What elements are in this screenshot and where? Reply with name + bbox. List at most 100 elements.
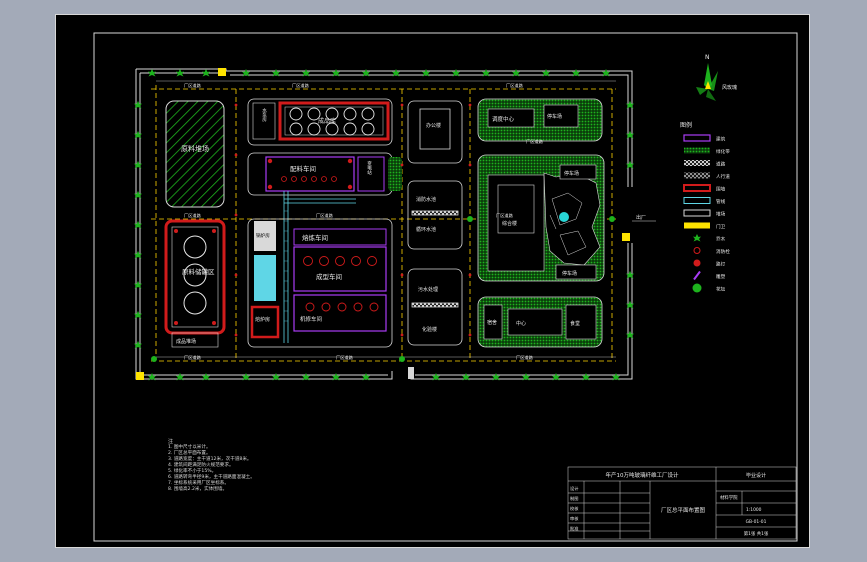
tree-icon bbox=[134, 311, 142, 319]
street-lamp bbox=[234, 273, 238, 277]
legend-item: 门卫 bbox=[684, 222, 726, 230]
street-lamp bbox=[234, 333, 238, 337]
street-lamp bbox=[468, 333, 472, 337]
circulating-pool-label: 循环水池 bbox=[416, 226, 436, 233]
tree-icon bbox=[302, 373, 310, 381]
street-lamp bbox=[234, 103, 238, 107]
tree-icon bbox=[492, 373, 500, 381]
tree-icon bbox=[148, 69, 156, 77]
legend-item-label: 花坛 bbox=[716, 286, 726, 293]
legend-item: 人行道 bbox=[684, 172, 730, 180]
exit-road-label: 出厂 bbox=[636, 214, 646, 221]
tree-icon bbox=[452, 69, 460, 77]
tree-icon bbox=[626, 101, 634, 109]
tree-icon bbox=[176, 373, 184, 381]
right-top-block: 调度中心 停车场 bbox=[477, 98, 603, 142]
tree-icon bbox=[134, 221, 142, 229]
tree-icon bbox=[272, 373, 280, 381]
road-label: 厂区道路 bbox=[506, 82, 524, 89]
street-lamp bbox=[400, 273, 404, 277]
tree-icon bbox=[134, 281, 142, 289]
title-block-role: 审核 bbox=[570, 515, 579, 522]
product-storage-block: 成品库 水泵房 bbox=[247, 98, 393, 146]
legend-item: 路灯 bbox=[693, 259, 726, 268]
tree-icon bbox=[572, 69, 580, 77]
road-network bbox=[151, 85, 616, 362]
sheet-number: 第1张 共1张 bbox=[744, 530, 769, 537]
tree-icon bbox=[134, 161, 142, 169]
note-line: 1. 图中尺寸以米计。 bbox=[168, 445, 211, 450]
note-line: 8. 围墙高2.2米，实体围墙。 bbox=[168, 487, 228, 492]
legend-item-label: 围墙 bbox=[716, 186, 726, 193]
title-block-role: 设计 bbox=[570, 485, 578, 492]
pump-room-label: 水泵房 bbox=[262, 107, 267, 123]
tree-icon bbox=[542, 69, 550, 77]
note-line: 5. 绿化率不小于15%。 bbox=[168, 469, 217, 474]
street-lamp bbox=[400, 163, 404, 167]
legend-item: 管线 bbox=[683, 197, 726, 205]
tree-icon bbox=[134, 251, 142, 259]
trees bbox=[134, 69, 634, 381]
pipe-corridor bbox=[283, 191, 356, 343]
notes-title: 注 bbox=[168, 439, 174, 445]
tree-icon bbox=[134, 101, 142, 109]
road-label: 厂区道路 bbox=[184, 354, 202, 361]
wind-rose-label: 风玫瑰 bbox=[722, 84, 737, 91]
raw-material-storage: 原料堆场 bbox=[165, 100, 225, 208]
school-label: 毕业设计 bbox=[746, 472, 766, 479]
right-bottom-block: 宿舍 中心 食堂 bbox=[477, 296, 603, 348]
tree-icon bbox=[134, 131, 142, 139]
note-line: 3. 道路宽度：主干道12米，次干道8米。 bbox=[168, 457, 252, 462]
office-label: 办公楼 bbox=[426, 122, 441, 129]
dormitory-label: 宿舍 bbox=[487, 319, 497, 326]
tree-icon bbox=[612, 373, 620, 381]
tree-icon bbox=[626, 331, 634, 339]
road-label: 厂区道路 bbox=[526, 138, 544, 145]
gate-east bbox=[622, 233, 630, 241]
legend-item-label: 路灯 bbox=[716, 261, 726, 268]
tree-icon bbox=[134, 341, 142, 349]
site-plan-drawing: 原料堆场 原料储罐区 成品堆场 成品库 水泵房 配料车间 bbox=[93, 32, 798, 542]
title-block bbox=[567, 466, 797, 540]
tree-icon bbox=[332, 69, 340, 77]
silo-label: 原料储罐区 bbox=[182, 267, 215, 276]
tree-icon bbox=[422, 69, 430, 77]
canteen-label: 食堂 bbox=[570, 320, 580, 327]
dispatch-label: 调度中心 bbox=[492, 115, 515, 123]
central-garden: 综合楼 停车场 停车场 bbox=[477, 154, 605, 282]
boiler-room-label: 锅炉房 bbox=[256, 232, 270, 239]
street-lamp bbox=[468, 273, 472, 277]
road-label: 厂区道路 bbox=[336, 354, 354, 361]
road-label: 厂区道路 bbox=[516, 354, 534, 361]
scale-label: 1:1000 bbox=[746, 507, 762, 513]
road-label: 厂区道路 bbox=[292, 82, 310, 89]
road-label: 厂区道路 bbox=[184, 82, 202, 89]
forming-workshop-label: 成型车间 bbox=[316, 272, 342, 281]
tree-icon bbox=[392, 69, 400, 77]
street-lamp bbox=[234, 213, 238, 217]
tree-icon bbox=[522, 373, 530, 381]
powder-workshop-label: 配料车间 bbox=[290, 164, 316, 173]
note-line: 4. 建筑间距满足防火规范要求。 bbox=[168, 463, 234, 468]
hydrant bbox=[609, 216, 615, 222]
parking-low-label: 停车场 bbox=[562, 270, 577, 277]
tree-icon bbox=[302, 69, 310, 77]
tree-icon bbox=[626, 161, 634, 169]
tree-icon bbox=[626, 131, 634, 139]
legend-item-label: 道路 bbox=[716, 161, 726, 168]
tree-icon bbox=[134, 191, 142, 199]
hydrant bbox=[467, 216, 473, 222]
legend-title: 图例 bbox=[680, 121, 692, 129]
tree-icon bbox=[242, 69, 250, 77]
water-tank-label: 消防水池 bbox=[416, 196, 436, 203]
inner-frame bbox=[93, 32, 798, 542]
tree-icon bbox=[432, 373, 440, 381]
legend-item-label: 乔木 bbox=[716, 236, 726, 243]
tree-icon bbox=[626, 271, 634, 279]
furnace-room-label: 熔炉房 bbox=[255, 316, 270, 323]
middle-column bbox=[407, 100, 463, 346]
north-label: N bbox=[705, 54, 710, 61]
project-title: 年产10万吨玻璃纤维工厂设计 bbox=[606, 471, 679, 479]
legend-item-label: 门卫 bbox=[716, 223, 726, 230]
